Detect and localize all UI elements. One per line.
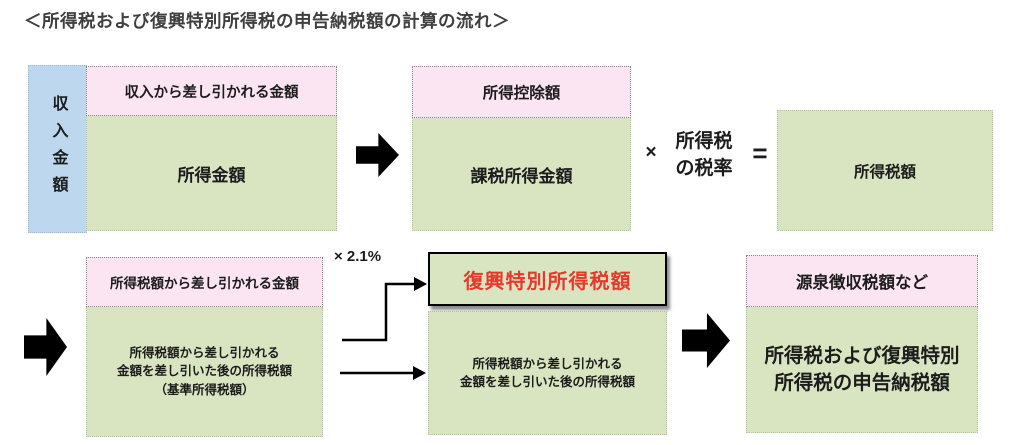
multiply-sign: × — [645, 142, 657, 163]
label-withholding-tax: 源泉徴収税額など — [746, 255, 978, 307]
box-declared-tax-amount: 所得税および復興特別 所得税の申告納税額 — [746, 307, 978, 433]
box-taxable-income: 所得控除額 課税所得金額 — [412, 66, 631, 231]
box-base-income-tax: 所得税額から差し引かれる金額 所得税額から差し引かれる 金額を差し引いた後の所得… — [86, 257, 323, 437]
tax-after-deduction2-line2: 金額を差し引いた後の所得税額 — [459, 375, 635, 389]
tax-after-deduction-line2: 金額を差し引いた後の所得税額 — [116, 364, 292, 379]
equals-sign: = — [752, 137, 768, 168]
declared-tax-line1: 所得税および復興特別 — [764, 344, 960, 367]
connector-arrows-icon — [340, 277, 427, 380]
income-tax-rate-line1: 所得税 — [675, 131, 733, 152]
box-tax-after-deduction: 所得税額から差し引かれる 金額を差し引いた後の所得税額 （基準所得税額） — [86, 307, 323, 437]
declared-tax-line2: 所得税の申告納税額 — [774, 371, 950, 394]
box-income-tax-amount: 所得税額 — [777, 110, 993, 231]
label-amount-deducted-from-income: 収入から差し引かれる金額 — [86, 66, 337, 116]
income-tax-rate-line2: の税率 — [675, 158, 733, 179]
arrow-right-icon — [356, 133, 399, 177]
box-income-total: 所得金額 — [86, 116, 337, 231]
tax-after-deduction-line3: （基準所得税額） — [154, 382, 255, 397]
income-tax-rate-label: 所得税 の税率 — [661, 128, 747, 186]
income-amount-label: 収入金額 — [49, 95, 67, 203]
box-tax-after-deduction-2: 所得税額から差し引かれる 金額を差し引いた後の所得税額 — [428, 311, 667, 435]
box-reconstruction-special-tax: 復興特別所得税額 — [428, 252, 667, 306]
box-final-declared-tax: 源泉徴収税額など 所得税および復興特別 所得税の申告納税額 — [746, 255, 978, 433]
box-taxable-income-amount: 課税所得金額 — [412, 118, 631, 231]
arrow-right-icon — [682, 313, 730, 368]
diagram-title: ＜所得税および復興特別所得税の申告納税額の計算の流れ＞ — [24, 11, 510, 31]
box-income-amount: 収入金額 — [28, 65, 87, 233]
box-income-after-deduction: 収入から差し引かれる金額 所得金額 — [86, 66, 337, 231]
label-amount-deducted-from-tax: 所得税額から差し引かれる金額 — [86, 257, 323, 307]
arrow-right-icon — [24, 318, 67, 376]
rate-2-1-percent-label: × 2.1% — [334, 248, 382, 265]
tax-after-deduction2-line1: 所得税額から差し引かれる — [472, 356, 623, 371]
label-income-deduction: 所得控除額 — [412, 66, 631, 118]
tax-after-deduction-line1: 所得税額から差し引かれる — [129, 345, 280, 360]
